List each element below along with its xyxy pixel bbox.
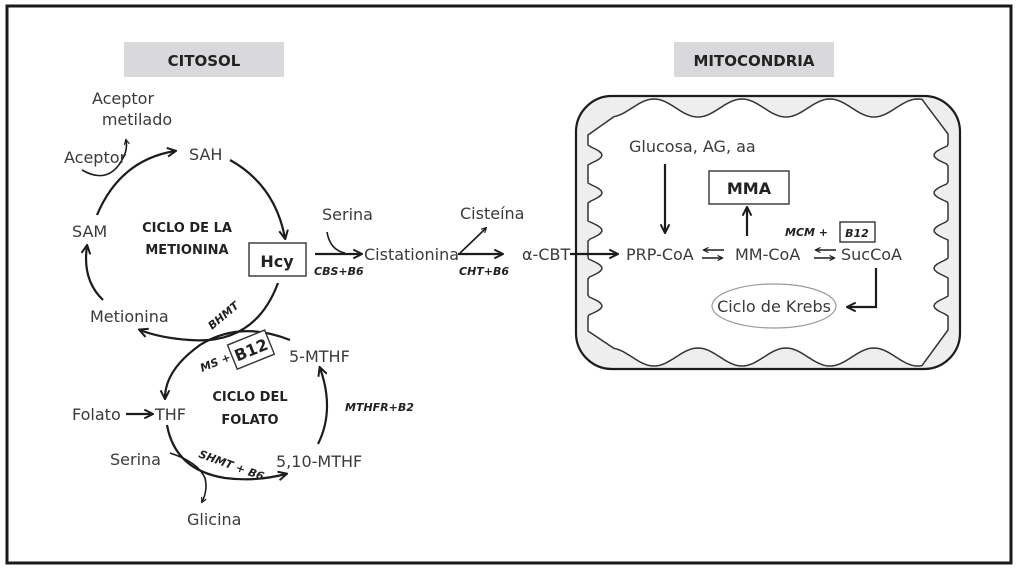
thf-label: THF xyxy=(154,405,186,424)
cbs-enzyme-label: CBS+B6 xyxy=(314,265,364,278)
arrow-sam-to-sah xyxy=(95,151,175,216)
cytosol-header: CITOSOL xyxy=(124,42,284,77)
cystathionine-label: Cistationina xyxy=(364,245,459,264)
succoa-label: SucCoA xyxy=(841,245,902,264)
methionine-label: Metionina xyxy=(90,307,169,326)
sam-label: SAM xyxy=(72,222,107,241)
methionine-cycle-title-2: METIONINA xyxy=(145,243,228,258)
mitochondrion: Glucosa, AG, aa MMA PRP-CoA MM-CoA MCM +… xyxy=(570,94,962,371)
folate-label: Folato xyxy=(72,405,121,424)
510mthf-label: 5,10-MTHF xyxy=(276,452,362,471)
arrow-serine-to-glycine xyxy=(169,452,207,502)
cytosol-header-label: CITOSOL xyxy=(168,52,241,70)
arrow-methionine-to-sam xyxy=(86,246,104,301)
arrow-thf-to-510mthf xyxy=(165,424,286,479)
arrow-acceptor-to-methylated xyxy=(81,140,127,177)
folate-cycle-title-1: CICLO DEL xyxy=(212,390,287,405)
arrow-to-cysteine xyxy=(459,228,486,254)
5mthf-label: 5-MTHF xyxy=(289,347,350,366)
hcy-label: Hcy xyxy=(260,252,294,271)
krebs-cycle-label: Ciclo de Krebs xyxy=(717,297,831,316)
b12-mito-label: B12 xyxy=(845,227,869,240)
mitochondria-header: MITOCONDRIA xyxy=(674,42,834,77)
prp-coa-label: PRP-CoA xyxy=(626,245,694,264)
arrow-succoa-to-krebs xyxy=(848,268,878,307)
acbt-label: α-CBT xyxy=(522,245,570,264)
arrow-510mthf-to-5mthf xyxy=(317,368,329,445)
mma-box: MMA xyxy=(708,170,790,205)
krebs-cycle-ellipse: Ciclo de Krebs xyxy=(711,283,837,329)
transsulfuration-pathway: Serina CBS+B6 Cistationina Cisteína CHT+… xyxy=(314,204,570,278)
cht-enzyme-label: CHT+B6 xyxy=(459,265,509,278)
mitochondrion-inner-membrane-cristae xyxy=(587,98,949,367)
acceptor-methylated-label-1: Aceptor xyxy=(92,89,155,108)
mm-coa-label: MM-CoA xyxy=(735,245,800,264)
serine-folate-label: Serina xyxy=(110,450,161,469)
mcm-enzyme-label: MCM + xyxy=(785,226,828,239)
mthfr-enzyme-label: MTHFR+B2 xyxy=(345,401,414,414)
inputs-label: Glucosa, AG, aa xyxy=(629,137,756,156)
folate-cycle-title-2: FOLATO xyxy=(221,413,278,428)
arrow-hcy-to-methionine xyxy=(140,282,280,342)
serine-transsulfuration-label: Serina xyxy=(322,205,373,224)
sah-label: SAH xyxy=(189,145,222,164)
cysteine-label: Cisteína xyxy=(460,204,524,223)
mma-label: MMA xyxy=(727,179,772,198)
glycine-label: Glicina xyxy=(187,510,241,529)
serine-input-curve xyxy=(326,231,346,254)
mitochondria-header-label: MITOCONDRIA xyxy=(694,52,815,70)
acceptor-methylated-label-2: metilado xyxy=(102,110,172,129)
arrow-sah-to-hcy xyxy=(229,159,285,238)
methionine-cycle-title-1: CICLO DE LA xyxy=(142,221,232,236)
b12-mito-box: B12 xyxy=(839,221,876,243)
methionine-cycle: Aceptor metilado Aceptor SAH SAM CICLO D… xyxy=(64,89,307,342)
acceptor-label: Aceptor xyxy=(64,148,127,167)
hcy-box: Hcy xyxy=(248,242,307,277)
